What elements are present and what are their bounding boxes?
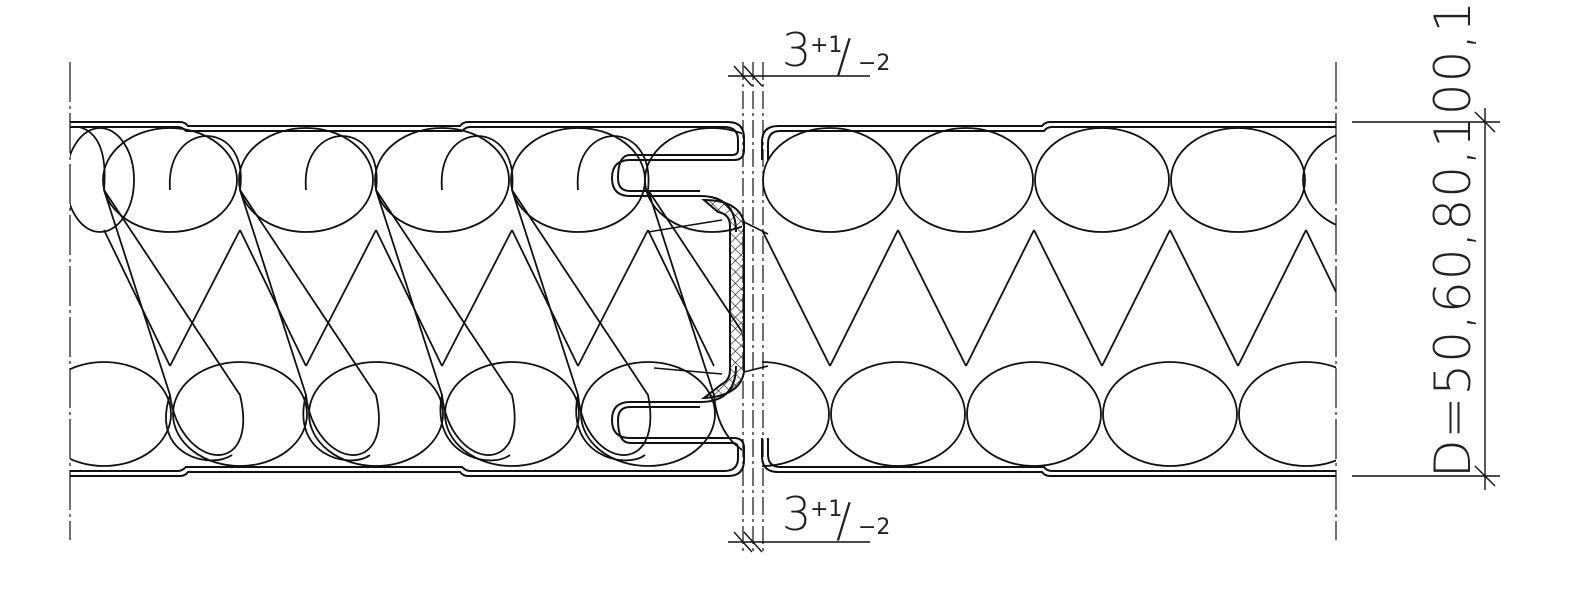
top-tolerance-slash: / <box>836 29 852 83</box>
insulation-core-left <box>70 127 742 467</box>
joint-seal <box>647 198 769 400</box>
bottom-tolerance-base: 3 <box>782 487 811 541</box>
thickness-dimension <box>1352 108 1500 490</box>
joint-centerlines <box>69 62 1337 555</box>
top-gap-dimension <box>728 65 870 87</box>
bottom-tolerance-plus: +1 <box>810 497 842 522</box>
panel-skins <box>70 121 1336 477</box>
bottom-tolerance-minus: −2 <box>858 515 890 540</box>
bottom-tolerance-slash: / <box>836 493 852 547</box>
insulation-core-right <box>762 127 1336 467</box>
bottom-gap-dimension <box>728 531 870 553</box>
top-tolerance-plus: +1 <box>810 33 842 58</box>
thickness-label: D=50,60,80,100,120 <box>1424 0 1482 478</box>
top-tolerance-base: 3 <box>782 23 811 77</box>
top-tolerance-minus: −2 <box>858 51 890 76</box>
